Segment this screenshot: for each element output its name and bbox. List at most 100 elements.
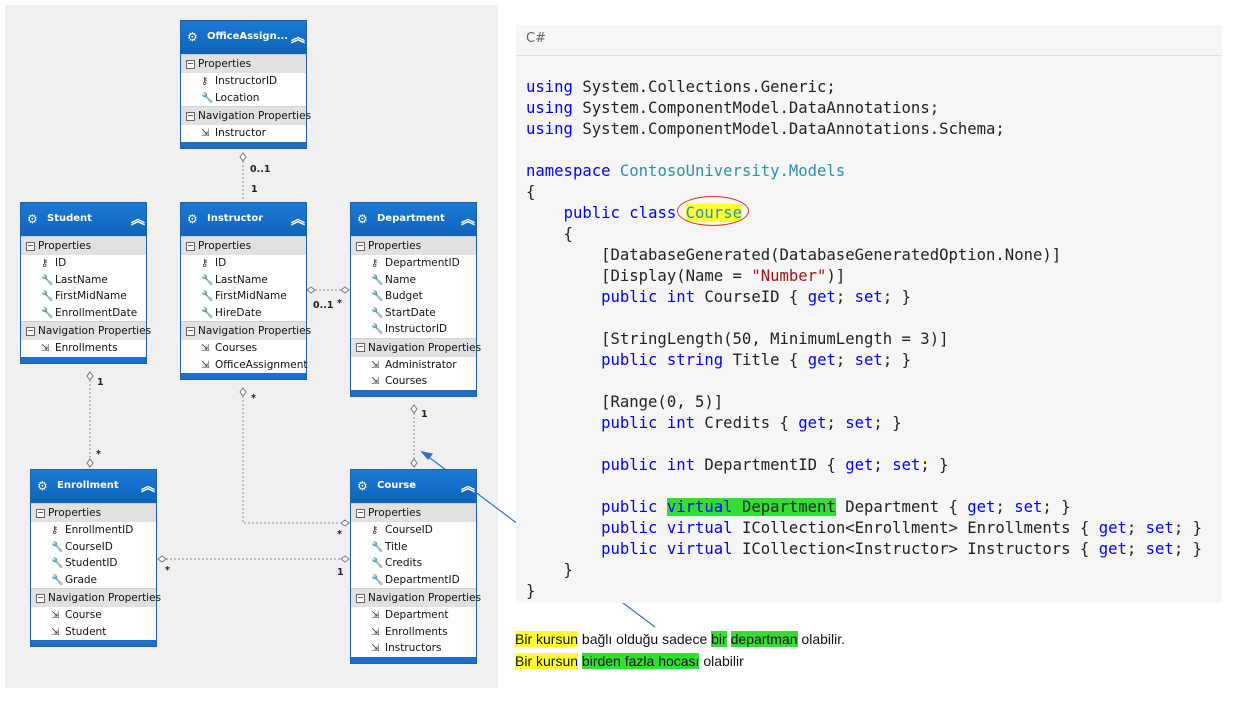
entity-section-header[interactable]: −Navigation Properties	[181, 106, 311, 125]
entity-header[interactable]: ⚙OfficeAssign...︽	[181, 21, 306, 54]
entity-type-icon: ⚙	[187, 212, 198, 226]
entity-property[interactable]: 🔧FirstMidName	[181, 288, 306, 305]
entity-property[interactable]: ⚷DepartmentID	[351, 255, 476, 272]
entity-property[interactable]: ⚷EnrollmentID	[31, 522, 156, 539]
code-token: public	[601, 540, 658, 558]
entity-property[interactable]: ⇲Instructor	[181, 125, 306, 142]
entity-property[interactable]: ⇲Department	[351, 607, 476, 624]
collapse-minus-icon[interactable]: −	[36, 592, 45, 603]
code-token: namespace	[526, 162, 611, 180]
entity-instructor[interactable]: ⚙ Instructor ︽ −Properties⚷ID🔧LastName🔧Firs…	[180, 202, 311, 380]
entity-section-header[interactable]: −Navigation Properties	[21, 321, 151, 340]
entity-property[interactable]: ⇲Enrollments	[351, 624, 476, 641]
entity-property[interactable]: ⇲Administrator	[351, 357, 476, 374]
entity-header[interactable]: ⚙ Instructor ︽	[181, 203, 306, 236]
entity-property[interactable]: ⇲OfficeAssignment	[181, 357, 307, 374]
entity-property[interactable]: 🔧FirstMidName	[21, 288, 146, 305]
code-line	[526, 371, 1202, 392]
collapse-chevron-icon[interactable]: ︽	[461, 212, 475, 228]
entity-property[interactable]: 🔧Credits	[351, 555, 476, 572]
code-header-divider	[516, 55, 1222, 56]
entity-header[interactable]: ⚙Department︽	[351, 203, 476, 236]
collapse-chevron-icon[interactable]: ︽	[461, 479, 475, 495]
collapse-minus-icon[interactable]: −	[356, 342, 365, 352]
entity-officeassignment[interactable]: ⚙OfficeAssign...︽−Properties⚷InstructorI…	[180, 20, 311, 149]
entity-property[interactable]: 🔧LastName	[21, 272, 146, 289]
entity-title: Instructor	[207, 213, 264, 224]
entity-section-header[interactable]: −Properties	[21, 236, 146, 255]
entity-property[interactable]: 🔧Location	[181, 90, 306, 107]
entity-property[interactable]: ⇲Courses	[181, 340, 306, 357]
entity-property[interactable]: 🔧Budget	[351, 288, 476, 305]
entity-section-header[interactable]: −Navigation Properties	[351, 588, 481, 607]
entity-property[interactable]: ⇲Enrollments	[21, 340, 146, 357]
collapse-minus-icon[interactable]: −	[26, 325, 35, 336]
entity-section-header[interactable]: −Properties	[181, 54, 306, 73]
code-line: public int CourseID { get; set; }	[526, 287, 1202, 308]
collapse-chevron-icon[interactable]: ︽	[131, 212, 145, 228]
entity-type-icon: ⚙	[357, 479, 368, 493]
code-line: [Range(0, 5)]	[526, 392, 1202, 413]
collapse-chevron-icon[interactable]: ︽	[291, 212, 305, 228]
code-token: int	[666, 456, 696, 474]
entity-property[interactable]: ⚷CourseID	[351, 522, 476, 539]
entity-property[interactable]: 🔧Title	[351, 539, 476, 556]
connector-end-diamond	[410, 458, 418, 468]
property-name: LastName	[215, 273, 268, 286]
entity-section-header[interactable]: −Properties	[351, 236, 476, 255]
entity-property[interactable]: ⚷InstructorID	[181, 73, 306, 90]
code-token: using	[526, 78, 573, 96]
collapse-minus-icon[interactable]: −	[26, 240, 35, 251]
entity-property[interactable]: 🔧DepartmentID	[351, 572, 476, 589]
entity-property[interactable]: ⇲Student	[31, 624, 156, 641]
collapse-minus-icon[interactable]: −	[186, 58, 195, 69]
entity-section-header[interactable]: −Properties	[181, 236, 306, 255]
property-icon: 🔧	[41, 291, 54, 302]
entity-header[interactable]: ⚙Enrollment︽	[31, 470, 156, 503]
code-token: public	[563, 204, 620, 222]
entity-property[interactable]: 🔧HireDate	[181, 305, 306, 322]
entity-section-header[interactable]: −Navigation Properties	[351, 337, 481, 357]
collapse-chevron-icon[interactable]: ︽	[291, 30, 305, 46]
entity-section-header[interactable]: −Properties	[351, 503, 476, 522]
collapse-minus-icon[interactable]: −	[356, 240, 365, 251]
entity-property[interactable]: 🔧Grade	[31, 572, 156, 589]
code-token	[620, 204, 629, 222]
entity-section-header[interactable]: −Navigation Properties	[181, 321, 311, 340]
entity-property[interactable]: ⚷ID	[21, 255, 146, 272]
entity-title: Enrollment	[57, 480, 119, 491]
collapse-minus-icon[interactable]: −	[356, 592, 365, 603]
entity-property[interactable]: 🔧LastName	[181, 272, 306, 289]
collapse-minus-icon[interactable]: −	[186, 240, 195, 251]
entity-property[interactable]: 🔧Name	[351, 272, 476, 289]
code-token: ;	[835, 288, 855, 306]
code-language-label: C#	[526, 31, 546, 46]
collapse-minus-icon[interactable]: −	[186, 110, 195, 121]
entity-header[interactable]: ⚙Student︽	[21, 203, 146, 236]
entity-property[interactable]: 🔧StudentID	[31, 555, 156, 572]
entity-enrollment[interactable]: ⚙Enrollment︽−Properties⚷EnrollmentID🔧Cou…	[30, 469, 161, 647]
entity-property[interactable]: ⇲Course	[31, 607, 156, 624]
entity-department[interactable]: ⚙Department︽−Properties⚷DepartmentID🔧Nam…	[350, 202, 481, 397]
entity-header[interactable]: ⚙Course︽	[351, 470, 476, 503]
collapse-minus-icon[interactable]: −	[186, 325, 195, 336]
entity-property[interactable]: ⚷ID	[181, 255, 306, 272]
entity-student[interactable]: ⚙Student︽−Properties⚷ID🔧LastName🔧FirstMi…	[20, 202, 151, 364]
entity-section-header[interactable]: −Properties	[31, 503, 156, 522]
property-icon: 🔧	[371, 274, 384, 286]
collapse-chevron-icon[interactable]: ︽	[141, 479, 155, 495]
code-token: ;	[873, 456, 893, 474]
property-name: ID	[55, 257, 67, 269]
collapse-minus-icon[interactable]: −	[356, 507, 365, 518]
entity-property[interactable]: 🔧EnrollmentDate	[21, 305, 146, 322]
multiplicity-label: *	[337, 298, 342, 309]
entity-course[interactable]: ⚙Course︽−Properties⚷CourseID🔧Title🔧Credi…	[350, 469, 481, 664]
multiplicity-label: 1	[337, 567, 344, 578]
entity-property[interactable]: 🔧InstructorID	[351, 321, 476, 338]
collapse-minus-icon[interactable]: −	[36, 507, 45, 518]
entity-property[interactable]: 🔧StartDate	[351, 305, 476, 322]
entity-property[interactable]: ⇲Courses	[351, 373, 476, 390]
entity-section-header[interactable]: −Navigation Properties	[31, 588, 161, 607]
entity-property[interactable]: ⇲Instructors	[351, 640, 476, 657]
entity-property[interactable]: 🔧CourseID	[31, 539, 156, 556]
